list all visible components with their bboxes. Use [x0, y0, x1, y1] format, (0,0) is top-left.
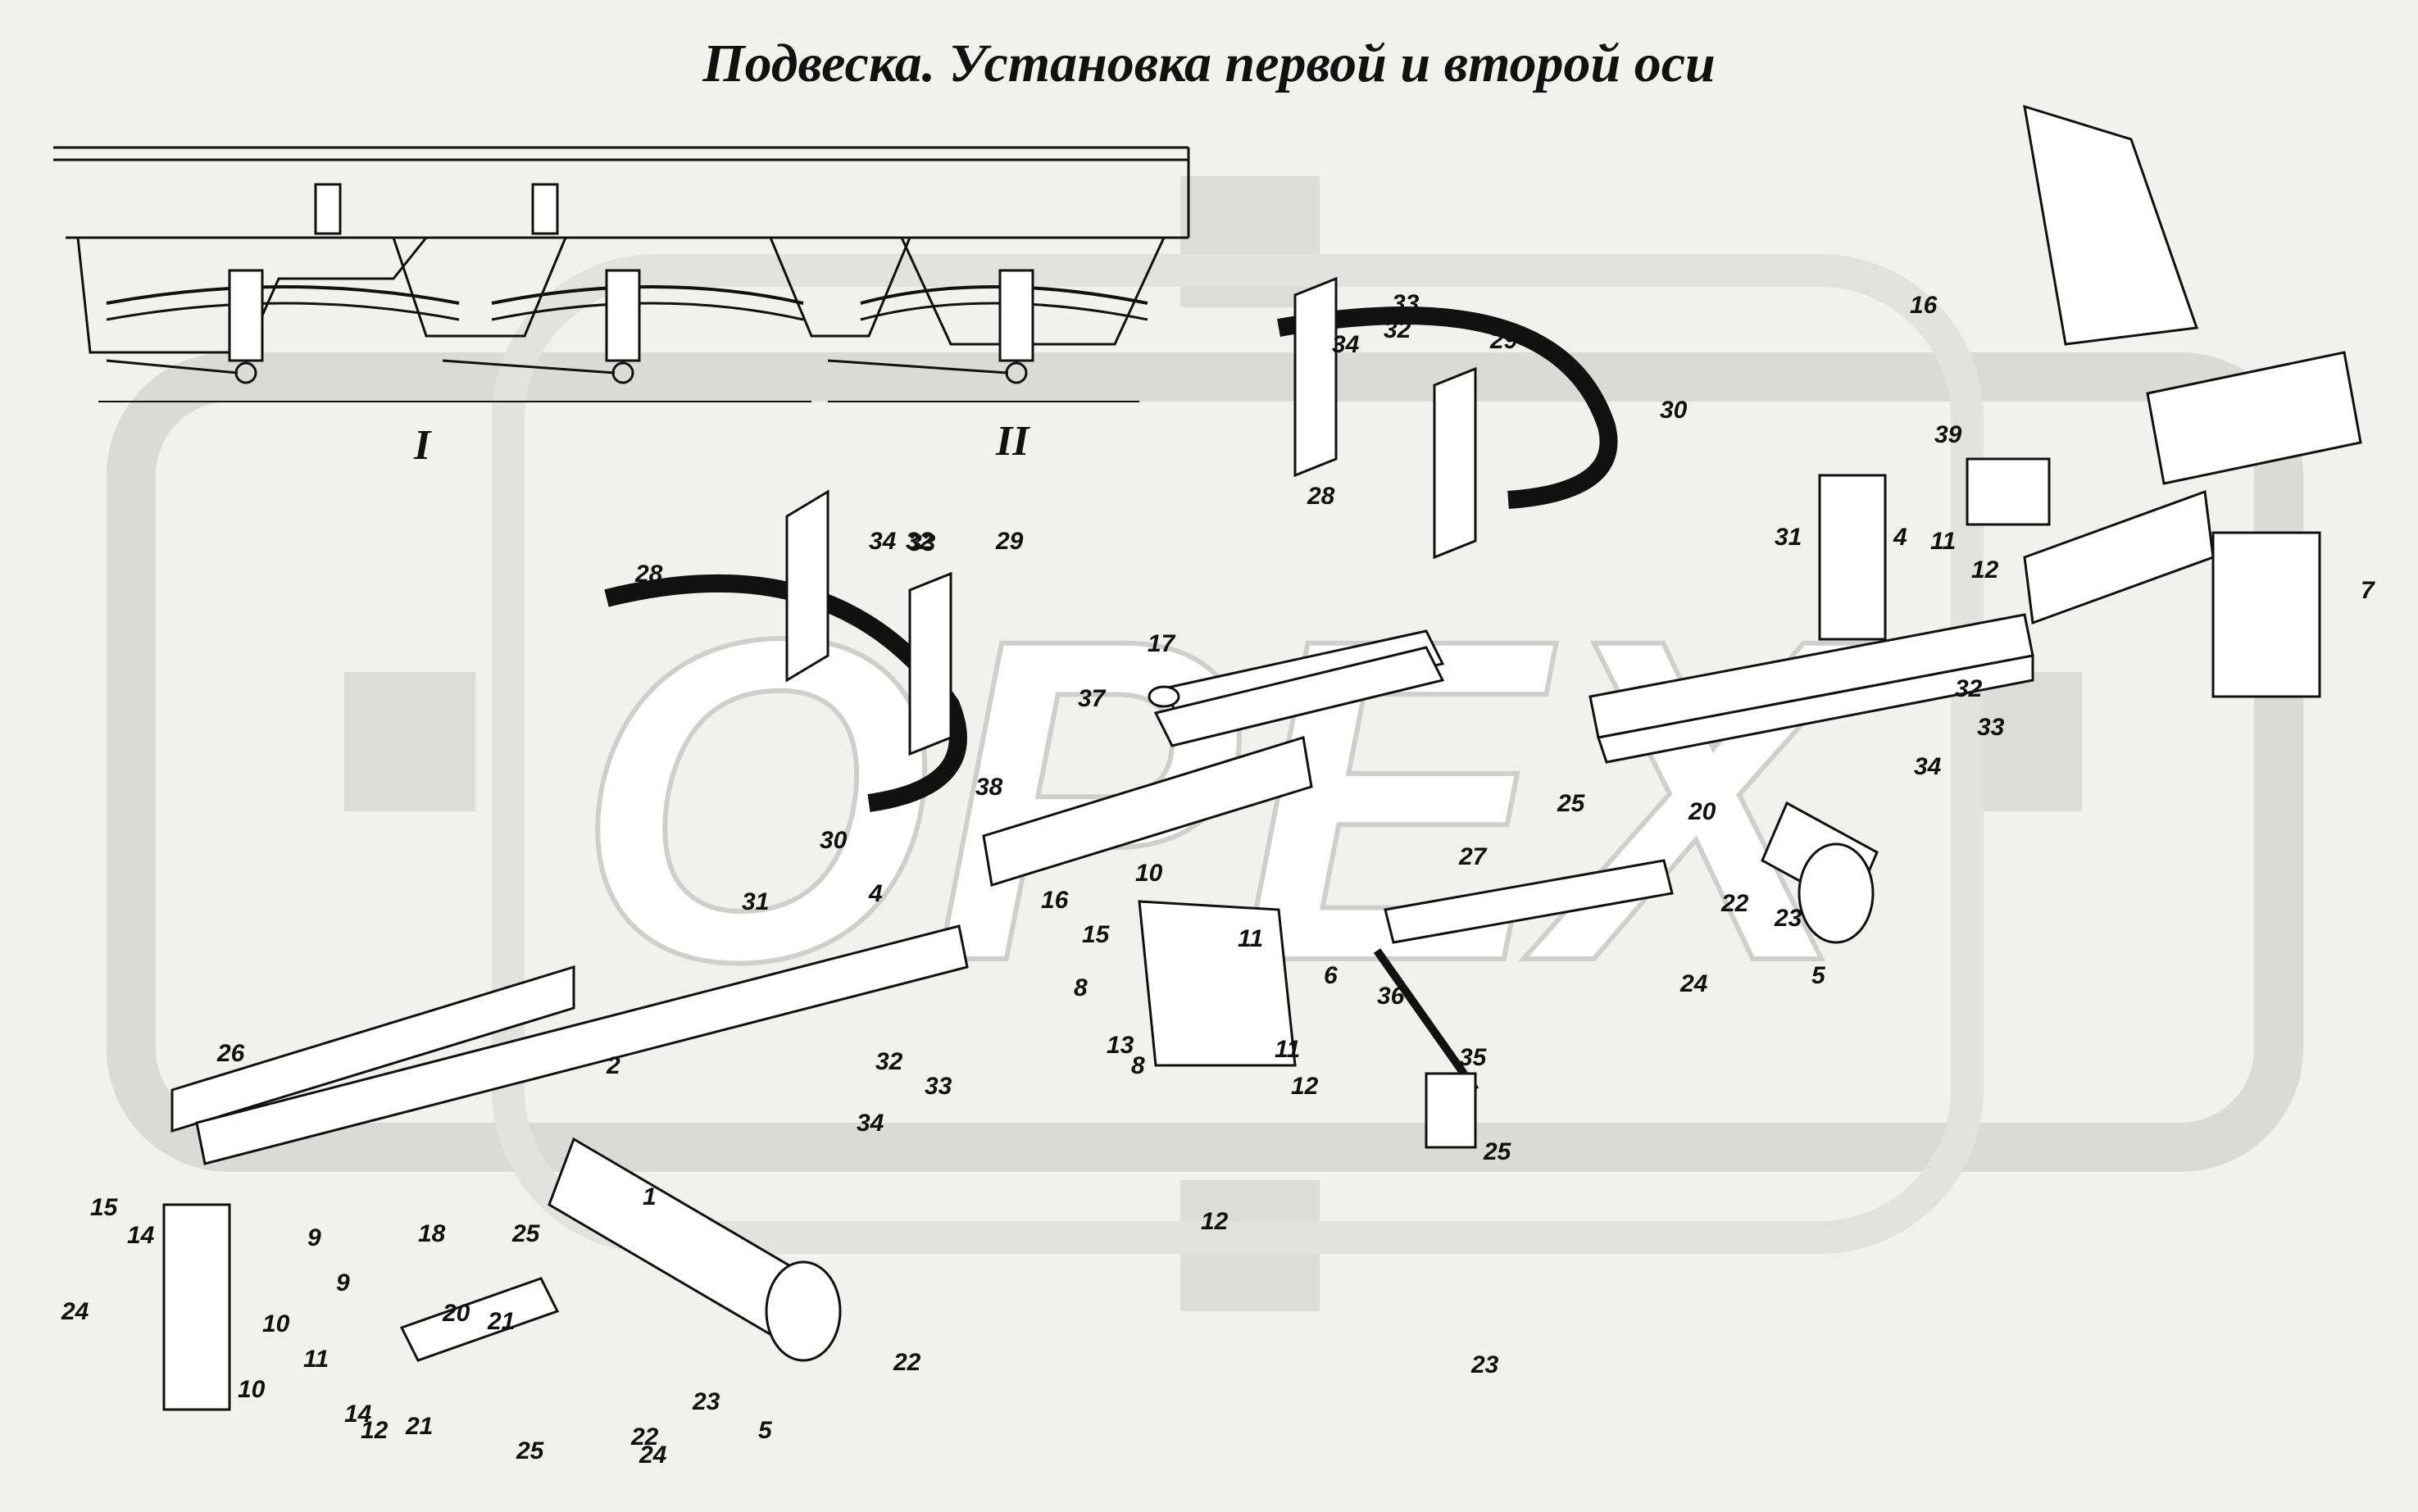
callout: 21 [487, 1308, 515, 1335]
callout: 11 [303, 1346, 329, 1373]
watermark-ring [107, 254, 2303, 1254]
callout: 31 [742, 888, 769, 915]
callout: 31 [1775, 524, 1802, 551]
callout: 36 [1377, 983, 1405, 1010]
callout-labels: 1 2 4 4 5 5 6 7 8 8 9 9 10 10 10 11 11 1… [61, 290, 2375, 1469]
callout: 25 [511, 1220, 541, 1247]
callout: 35 [1459, 1044, 1488, 1071]
callout: 32 [1955, 675, 1983, 702]
callout: 30 [1660, 397, 1688, 424]
callout: 6 [1324, 962, 1338, 989]
rear-axle-assembly [1153, 104, 2362, 944]
callout: 4 [1893, 524, 1907, 551]
callout: 29 [995, 528, 1024, 555]
callout: 5 [758, 1417, 773, 1444]
callout: 22 [893, 1349, 921, 1376]
callout: 32 [906, 528, 934, 555]
callout: 29 [1489, 327, 1518, 354]
callout: 34 [1332, 331, 1360, 358]
callout: 10 [238, 1376, 266, 1403]
callout: 12 [1201, 1208, 1229, 1235]
callout: 9 [336, 1269, 350, 1296]
callout: 25 [516, 1437, 545, 1464]
callout: 39 [1934, 421, 1962, 448]
callout: 21 [405, 1413, 433, 1440]
callout: 25 [1483, 1138, 1512, 1165]
callout: 9 [307, 1224, 321, 1251]
callout: 12 [1291, 1073, 1319, 1100]
callout: 11 [1238, 925, 1263, 952]
callout: 17 [1148, 630, 1176, 657]
callout: 24 [61, 1298, 89, 1325]
callout: 11 [1275, 1036, 1300, 1063]
callout: 12 [1971, 556, 1999, 583]
callout: 18 [418, 1220, 446, 1247]
callout: 2 [606, 1052, 620, 1079]
callout: 32 [875, 1048, 903, 1075]
callout: 32 [1384, 316, 1411, 343]
callout: 7 [2361, 577, 2375, 604]
callout: 15 [90, 1194, 119, 1221]
callout: 24 [639, 1442, 667, 1469]
callout: 38 [975, 774, 1003, 801]
callout: 11 [1930, 528, 1956, 555]
callout: 12 [361, 1417, 389, 1444]
callout: 1 [643, 1183, 657, 1210]
callout: 23 [1774, 905, 1802, 932]
callout: 16 [1041, 887, 1069, 914]
callout: 15 [1082, 921, 1111, 948]
diagram-title: Подвеска. Установка первой и второй оси [702, 34, 1716, 93]
axle-mark-1: I [413, 422, 432, 469]
callout: 23 [1470, 1351, 1499, 1378]
callout: 33 [925, 1073, 952, 1100]
callout: 23 [692, 1388, 720, 1415]
callout: 27 [1458, 843, 1488, 870]
axle-mark-2: II [995, 418, 1030, 465]
callout: 24 [1679, 970, 1708, 997]
callout: 34 [1914, 753, 1942, 780]
callout: 13 [1107, 1032, 1134, 1059]
callout: 25 [1557, 790, 1586, 817]
side-view [53, 146, 1190, 402]
callout: 26 [216, 1040, 245, 1067]
callout: 8 [1131, 1052, 1145, 1079]
callout: 4 [868, 880, 883, 907]
callout: 33 [1977, 714, 2005, 741]
callout: 37 [1078, 685, 1107, 712]
callout: 8 [1074, 974, 1088, 1001]
callout: 33 [908, 529, 936, 556]
callout: 34 [857, 1110, 884, 1137]
callout: 10 [1135, 860, 1163, 887]
callout: 22 [1720, 890, 1749, 917]
callout: 30 [820, 827, 848, 854]
callout: 20 [442, 1300, 470, 1327]
callout: 14 [344, 1401, 372, 1428]
callout: 28 [634, 561, 663, 588]
callout: 33 [1392, 290, 1420, 317]
callout: 22 [630, 1423, 659, 1451]
callout: 16 [1910, 292, 1938, 319]
callout: 20 [1688, 798, 1716, 825]
callout: 34 [869, 528, 897, 555]
callout: 10 [262, 1310, 290, 1337]
callout: 14 [127, 1222, 155, 1249]
callout: 28 [1307, 483, 1335, 510]
callout: 5 [1811, 962, 1826, 989]
